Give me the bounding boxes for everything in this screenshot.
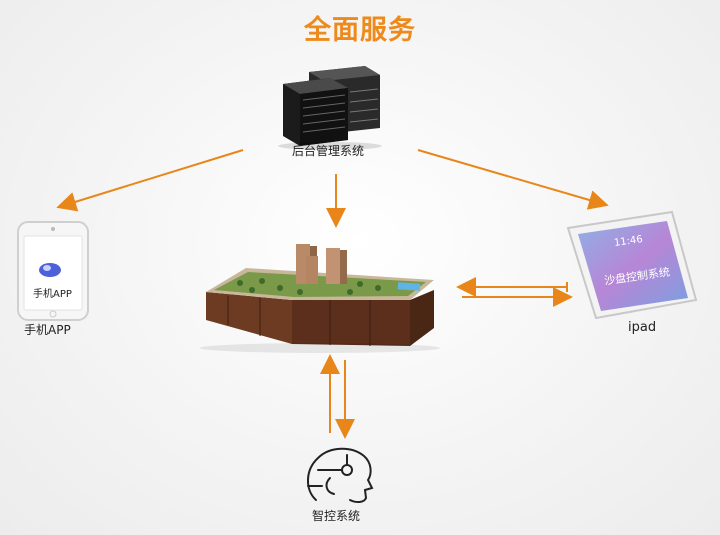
ipad-label: ipad bbox=[628, 320, 657, 335]
phone-label: 手机APP bbox=[24, 323, 71, 337]
arrow-server-to-phone bbox=[56, 149, 244, 212]
arrow-server-to-ipad bbox=[417, 149, 609, 210]
control-label: 智控系统 bbox=[312, 509, 361, 523]
phone-screen-text: 手机APP bbox=[33, 289, 72, 300]
ipad-screen-text: 沙盘控制系统 bbox=[603, 265, 671, 288]
ipad-time: 11:46 bbox=[613, 234, 644, 249]
page-title: 全面服务 bbox=[304, 15, 416, 46]
server-label: 后台管理系统 bbox=[292, 144, 365, 158]
